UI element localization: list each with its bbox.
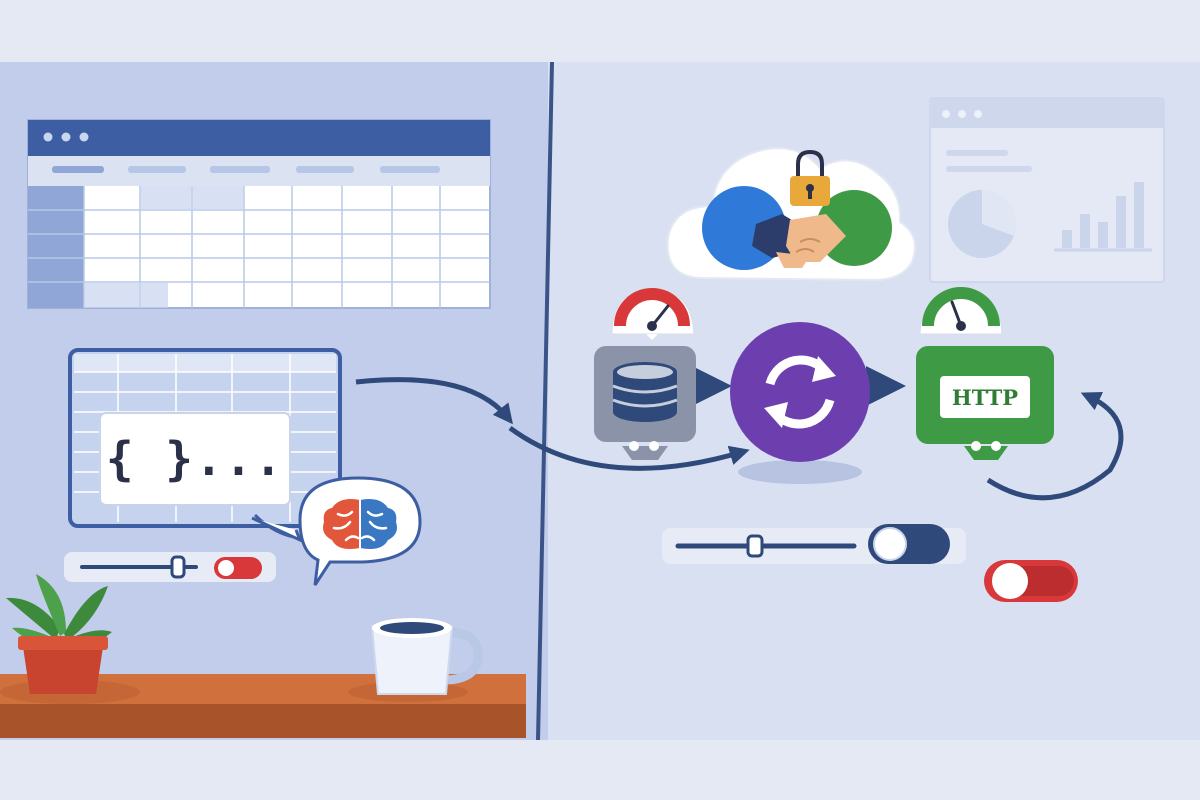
arrow-connector	[986, 391, 1124, 501]
toggle-icon[interactable]	[868, 524, 950, 564]
gauge-icon	[919, 287, 1003, 335]
toggle-icon[interactable]	[214, 557, 262, 579]
sync-icon	[730, 322, 870, 484]
plant-icon	[6, 574, 112, 694]
browser-window-icon	[27, 119, 491, 309]
database-icon	[594, 346, 696, 460]
brain-icon	[323, 499, 397, 549]
toggle-icon[interactable]	[984, 560, 1078, 602]
json-braces-icon: { }...	[105, 432, 285, 486]
coffee-mug-icon	[370, 618, 483, 695]
arrow-connector	[355, 377, 513, 425]
padlock-icon	[790, 149, 830, 206]
handshake-icon	[752, 214, 846, 268]
cloud-icon	[666, 147, 916, 282]
http-label: HTTP	[951, 384, 1019, 410]
pie-chart-icon	[948, 189, 1017, 258]
dashboard-window	[929, 97, 1165, 283]
panel-divider	[536, 61, 554, 741]
http-icon	[916, 346, 1054, 460]
gauge-icon	[611, 288, 695, 340]
json-panel	[99, 412, 291, 506]
arrow-connector	[508, 425, 750, 471]
bar-chart-icon	[1054, 182, 1152, 252]
